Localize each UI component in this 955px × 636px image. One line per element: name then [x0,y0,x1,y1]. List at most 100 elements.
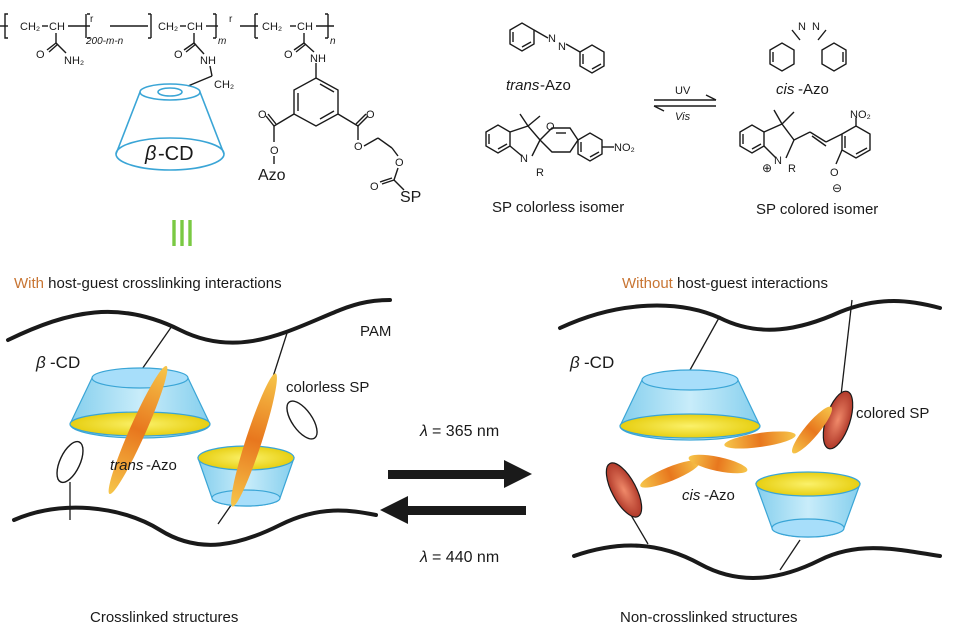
sp-ester-carbonyl-o: O [366,109,375,121]
unit3-ch2: CH₂ [262,21,282,33]
trans-azo-rod-1 [108,365,168,495]
azo-ester-o: O [270,145,279,157]
trans-n2: N [558,41,566,53]
cis-azo-rod-3 [640,460,700,488]
sp-colorless-n: N [520,153,528,165]
pam-label: PAM [360,323,391,340]
sp-colored-n: N [774,155,782,167]
colorless-sp-left-1 [56,440,84,484]
unit2-ch2b: CH₂ [214,79,234,91]
trans-azo-rest: -Azo [540,77,571,94]
beta-symbol-formula: β [144,143,156,165]
lambda-365-symbol: λ [419,423,428,440]
cd-label-left: -CD [50,353,80,372]
sp-ester-o: O [354,141,363,153]
beta-cd-formula-cone [115,83,225,171]
trans-azo-structure [509,22,605,74]
pam-chain-top-left [6,298,392,345]
pam-chain-top-right [558,299,942,332]
cis-azo-rest-right: -Azo [704,487,735,504]
colorless-sp-left-2 [286,400,318,440]
colored-sp-label: colored SP [856,405,929,422]
right-panel-caption: Non-crosslinked structures [620,609,798,626]
unit3-oxygen: O [284,49,293,61]
unit2-oxygen: O [174,49,183,61]
unit2-ch: CH [187,21,203,33]
unit2-subscript: m [218,36,226,47]
unit1-ch: CH [49,21,65,33]
cis-azo-rod-1 [724,431,796,449]
cis-n2: N [812,21,820,33]
no2-right: NO₂ [850,109,871,121]
unit2-ch2: CH₂ [158,21,178,33]
sp-colored-plus: ⊕ [762,161,772,175]
right-panel-title: Without host-guest interactions [622,275,828,292]
cis-azo-rest: -Azo [798,81,829,98]
cis-azo-italic: cis [776,81,795,98]
beta-cd-cone-right-1 [619,369,761,441]
sp-group-label: SP [400,189,421,206]
sp-colorless-r: R [536,167,544,179]
sp-colored-structure [739,109,871,165]
cis-azo-structure [769,29,847,72]
cd-label-formula: -CD [158,143,194,165]
random-r2: r [229,14,233,25]
unit2-nh: NH [200,55,216,67]
left-panel-title: With host-guest crosslinking interaction… [14,275,282,292]
backward-arrow [380,496,526,524]
random-r1: r [90,14,94,25]
cis-azo-italic-right: cis [682,487,701,504]
right-panel: β -CD colored SP cis -Azo Non-crosslinke… [558,299,942,626]
unit1-subscript: 200-m-n [85,36,124,47]
isomer-labels: trans -Azo N N N N cis -Azo UV Vis N R O… [492,21,878,218]
light-switch-arrows: λ = 365 nm λ = 440 nm [380,423,532,566]
left-panel-caption: Crosslinked structures [90,609,238,626]
uv-vis-equilibrium-arrows [653,94,717,112]
pam-chain-bottom-right [572,543,942,580]
polymer-structure [0,13,405,191]
sp-linker-o: O [395,157,404,169]
cd-label-right: -CD [584,353,614,372]
colored-sp-right-2 [605,462,643,518]
polymer-labels: CH₂ CH O NH₂ 200-m-n r CH₂ CH O NH CH₂ m… [20,14,421,206]
cis-azo-rod-4 [688,454,748,474]
sp-carbonyl-o: O [370,181,379,193]
lambda-440-label: = 440 nm [432,549,499,566]
sp-colored-minus: ⊖ [832,181,842,195]
beta-symbol-left: β [35,353,46,372]
sp-colored-r: R [788,163,796,175]
lambda-365-label: = 365 nm [432,423,499,440]
beta-cd-cone-right-2 [755,471,861,538]
unit3-subscript: n [330,36,336,47]
unit3-nh: NH [310,53,326,65]
pam-chain-bottom-left [12,505,378,547]
sp-colorless-structure [485,113,614,162]
trans-azo-italic: trans [506,77,540,94]
separator-bars [172,220,192,246]
azo-ester-carbonyl-o: O [258,109,267,121]
vis-label: Vis [675,111,691,123]
colorless-sp-label: colorless SP [286,379,369,396]
sp-colorless-caption: SP colorless isomer [492,199,624,216]
trans-azo-rest-left: -Azo [146,457,177,474]
trans-n1: N [548,33,556,45]
cis-azo-rod-2 [791,406,833,454]
sp-colorless-o: O [546,121,555,133]
unit3-ch: CH [297,21,313,33]
azo-group-label: Azo [258,167,286,184]
sp-colored-caption: SP colored isomer [756,201,878,218]
beta-symbol-right: β [569,353,580,372]
sp-colored-o: O [830,167,839,179]
cis-n1: N [798,21,806,33]
uv-label: UV [675,85,691,97]
unit1-nh2: NH₂ [64,55,84,67]
forward-arrow [388,460,532,488]
unit1-ch2: CH₂ [20,21,40,33]
lambda-440-symbol: λ [419,549,428,566]
left-panel: PAM β -CD colorless SP trans -Azo Crossl… [6,298,392,626]
trans-azo-rod-2 [231,373,277,507]
unit1-oxygen: O [36,49,45,61]
trans-azo-italic-left: trans [110,457,144,474]
no2-left: NO₂ [614,142,635,154]
